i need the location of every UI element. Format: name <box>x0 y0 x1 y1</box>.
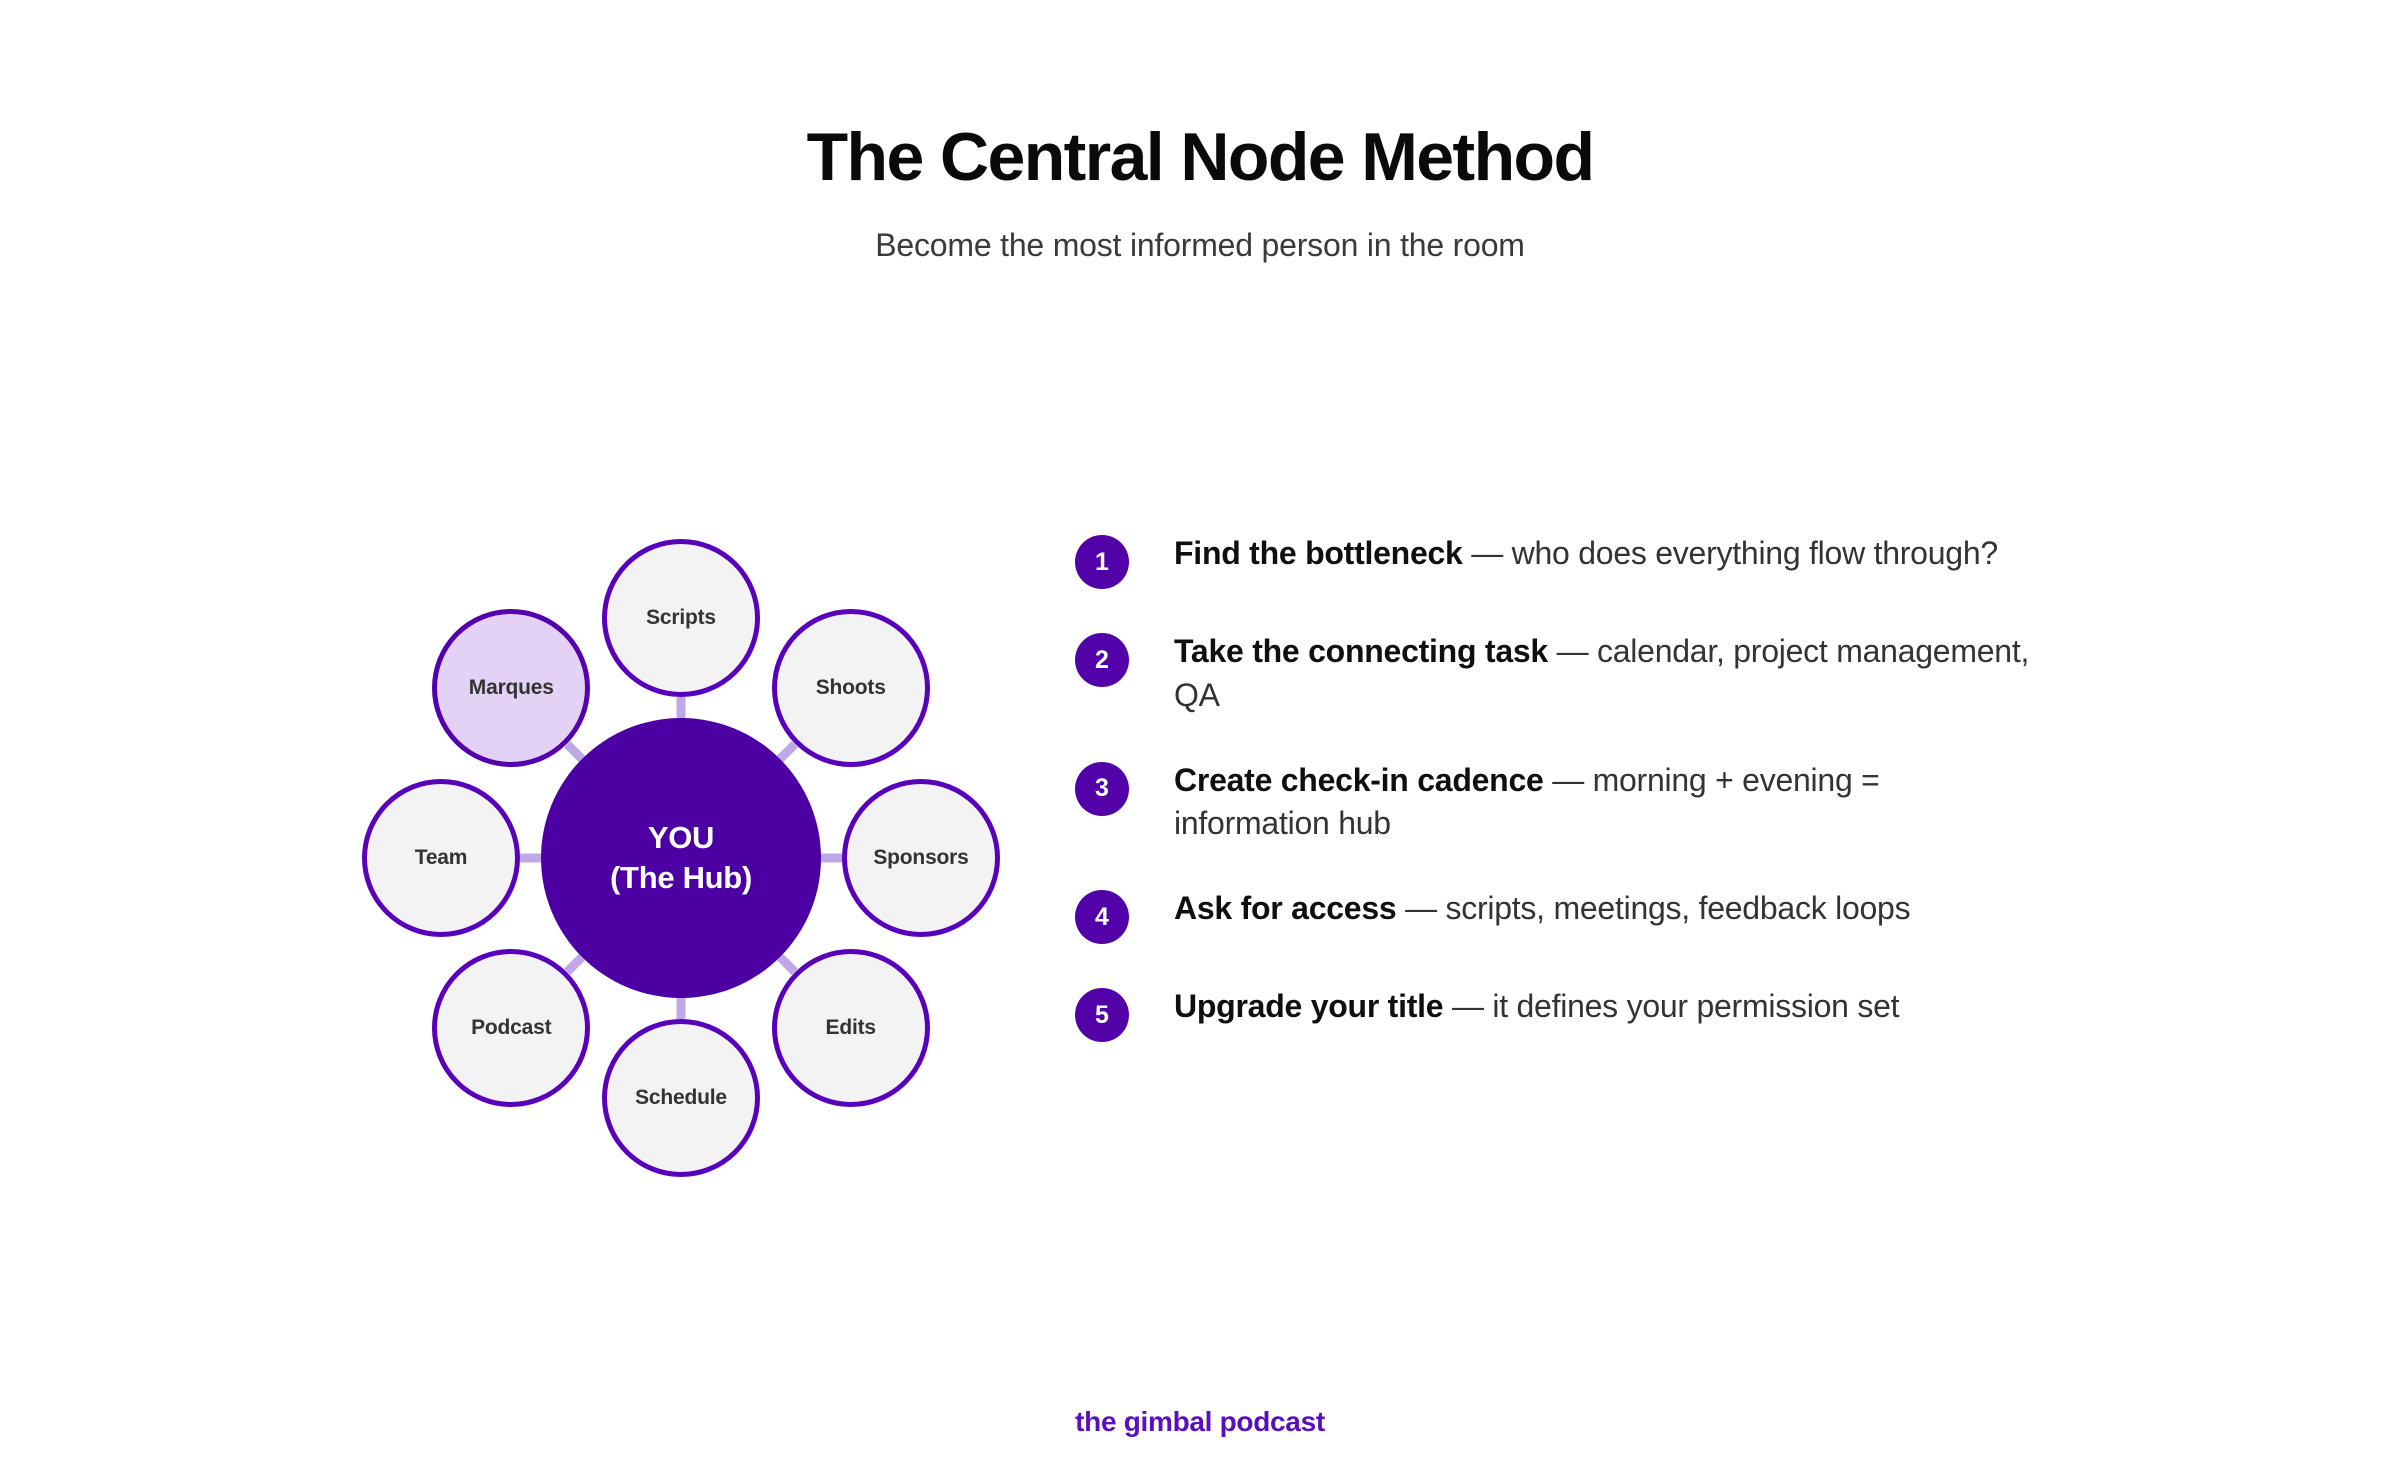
satellite-node-label: Scripts <box>646 606 716 629</box>
hub-node[interactable]: YOU (The Hub) <box>541 718 821 998</box>
satellite-node-team[interactable]: Team <box>362 779 520 937</box>
satellite-node-label: Marques <box>468 676 554 700</box>
page-subtitle: Become the most informed person in the r… <box>875 226 1525 263</box>
step-number-badge: 1 <box>1075 535 1129 589</box>
step-text: Upgrade your title — it defines your per… <box>1174 985 1899 1029</box>
step-lead: Upgrade your title <box>1174 988 1444 1025</box>
satellite-node-edits[interactable]: Edits <box>771 948 930 1107</box>
step-text: Create check-in cadence — morning + even… <box>1174 759 2034 847</box>
satellite-node-podcast[interactable]: Podcast <box>432 948 591 1107</box>
step-lead: Take the connecting task <box>1174 633 1548 669</box>
satellite-node-label: Shoots <box>815 676 886 700</box>
step-item: 2 Take the connecting task — calendar, pr… <box>1075 630 2075 718</box>
satellite-node-scripts[interactable]: Scripts <box>602 539 760 697</box>
step-description: — morning + evening = information hub <box>1174 761 1880 842</box>
satellite-node-label: Edits <box>825 1015 877 1039</box>
slide-header: The Central Node Method Become the most … <box>0 0 2400 264</box>
satellite-node-shoots[interactable]: Shoots <box>771 609 930 768</box>
satellite-node-label: Sponsors <box>873 846 969 869</box>
satellite-node-label: Schedule <box>635 1086 727 1109</box>
steps-list: 1 Find the bottleneck — who does everythi… <box>1075 532 2075 1043</box>
step-number-badge: 5 <box>1075 988 1129 1043</box>
footer-brand: the gimbal podcast <box>1075 1406 1325 1437</box>
step-number-badge: 4 <box>1075 890 1129 945</box>
step-lead: Find the bottleneck <box>1174 535 1463 571</box>
step-item: 3 Create check-in cadence — morning + eve… <box>1075 759 2075 847</box>
hub-label-line2: (The Hub) <box>610 860 752 895</box>
step-text: Find the bottleneck — who does everythin… <box>1174 532 1998 576</box>
step-text: Take the connecting task — calendar, pro… <box>1174 630 2034 718</box>
step-item: 4 Ask for access — scripts, meetings, fee… <box>1075 887 2075 945</box>
step-item: 5 Upgrade your title — it defines your pe… <box>1075 985 2075 1043</box>
hub-label-line1: YOU <box>647 820 715 856</box>
step-number-badge: 3 <box>1075 761 1129 816</box>
step-description: — who does everything flow through? <box>1462 535 1998 571</box>
step-text: Ask for access — scripts, meetings, feed… <box>1174 887 1911 931</box>
satellite-node-marques[interactable]: Marques <box>432 609 591 768</box>
step-lead: Ask for access <box>1174 890 1397 927</box>
step-number-badge: 2 <box>1075 633 1129 687</box>
step-item: 1 Find the bottleneck — who does everythi… <box>1075 532 2075 589</box>
satellite-node-label: Team <box>414 846 468 869</box>
satellite-node-schedule[interactable]: Schedule <box>602 1019 760 1177</box>
satellite-node-label: Podcast <box>471 1015 552 1039</box>
step-description: — it defines your permission set <box>1443 988 1900 1025</box>
satellite-node-sponsors[interactable]: Sponsors <box>842 779 1000 937</box>
step-lead: Create check-in cadence <box>1174 761 1544 798</box>
step-description: — calendar, project management, QA <box>1174 633 2030 713</box>
spoke-lines <box>520 697 842 1019</box>
page-title: The Central Node Method <box>806 119 1595 195</box>
step-description: — scripts, meetings, feedback loops <box>1396 890 1911 927</box>
